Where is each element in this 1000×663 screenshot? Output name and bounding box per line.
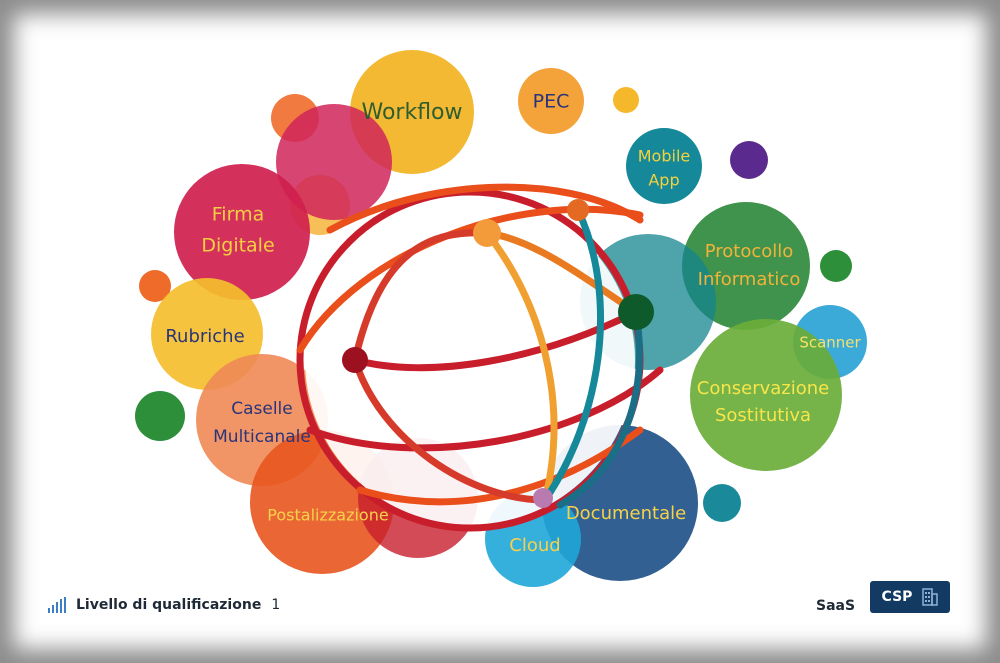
decor-dot [730,141,768,179]
csp-badge[interactable]: CSP [870,581,950,613]
decor-dot [613,87,639,113]
label-protocollo-line1: Protocollo [705,241,794,262]
label-workflow: Workflow [361,100,462,125]
label-mobile-line1: Mobile [638,147,690,166]
label-documentale: Documentale [566,503,686,524]
globe-lines [296,183,664,532]
label-firma-line2: Digitale [201,235,274,257]
globe-node [342,347,368,373]
bubble-conservazione [690,319,842,471]
bubble-firma-digitale [276,104,392,220]
qualification-level: Livello di qualificazione 1 [48,594,280,616]
globe-node [567,199,589,221]
label-firma-line1: Firma [212,204,264,226]
label-scanner: Scanner [799,334,861,352]
label-conservazione-line2: Sostitutiva [715,405,811,426]
label-protocollo-line2: Informatico [698,269,801,290]
label-mobile-line2: App [648,171,679,190]
qualification-value: 1 [271,597,281,613]
globe-node [473,219,501,247]
bubble-mobile-app [626,128,702,204]
label-pec: PEC [533,91,570,113]
service-model-label: SaaS [816,598,856,614]
decor-dot [135,391,185,441]
decor-dot [703,484,741,522]
globe-node [618,294,654,330]
bubble-pec [518,68,584,134]
label-caselle-line1: Caselle [231,399,293,419]
globe-node [533,488,553,508]
label-conservazione-line1: Conservazione [697,378,829,399]
label-cloud: Cloud [509,535,560,556]
building-icon [922,588,939,606]
qualification-label: Livello di qualificazione [76,597,262,613]
label-rubriche: Rubriche [165,326,244,347]
decor-dot [139,270,171,302]
bubble-firma-digitale-main [174,164,310,300]
csp-badge-label: CSP [881,589,913,605]
label-caselle-line2: Multicanale [213,427,311,447]
signal-bars-icon [48,597,66,613]
decor-dot [820,250,852,282]
label-postalizzazione: Postalizzazione [267,506,388,525]
